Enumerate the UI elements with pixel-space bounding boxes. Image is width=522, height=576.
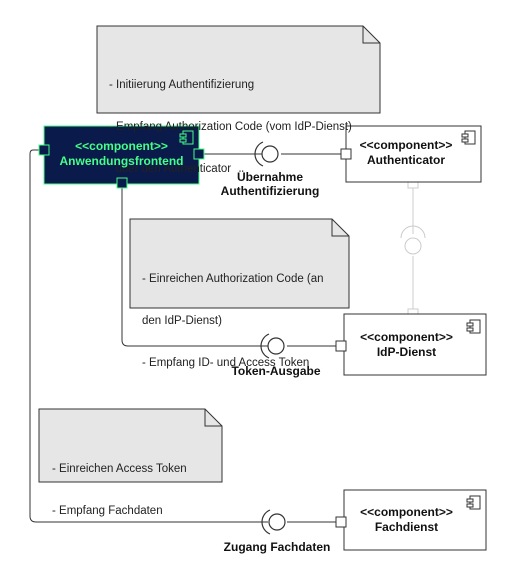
port-fachdienst-left (335, 516, 347, 528)
authenticator-name: Authenticator (367, 153, 445, 167)
note-idp (129, 218, 350, 309)
port-authenticator-left (340, 148, 352, 160)
interface-fach-label: Zugang Fachdaten (223, 540, 331, 554)
note-fachdaten-text: - Einreichen Access Token - Empfang Fach… (52, 434, 187, 532)
component-icon (466, 319, 481, 334)
idp-label: <<component>> IdP-Dienst (344, 330, 469, 360)
fachdienst-stereotype: <<component>> (360, 505, 453, 519)
idp-name: IdP-Dienst (376, 345, 437, 359)
fachdienst-label: <<component>> Fachdienst (344, 505, 469, 535)
idp-stereotype: <<component>> (360, 330, 453, 344)
component-icon (179, 130, 194, 145)
note-auth-line-3: über den Authenticator (109, 163, 232, 175)
note-authentication (96, 25, 381, 114)
connector-frontend-token-interface (121, 187, 268, 347)
note-idp-line-3: - Empfang ID- und Access Token (142, 357, 310, 369)
note-auth-line-2: - Empfang Authorization Code (vom IdP-Di… (109, 121, 352, 133)
frontend-stereotype: <<component>> (75, 139, 168, 153)
note-idp-line-2: den IdP-Dienst) (142, 315, 222, 327)
note-idp-line-1: - Einreichen Authorization Code (an (142, 273, 324, 285)
note-auth-line-1: - Initiierung Authentifizierung (109, 79, 255, 91)
note-fachdaten (38, 408, 223, 483)
faded-lollipop (404, 237, 422, 255)
interface-token-ausgabe (260, 333, 285, 359)
component-anwendungsfrontend[interactable] (43, 125, 200, 185)
note-fach-line-1: - Einreichen Access Token (52, 463, 187, 475)
port-frontend-right (193, 148, 205, 160)
authenticator-stereotype: <<component>> (359, 138, 453, 152)
component-icon (466, 495, 481, 510)
component-authenticator[interactable] (345, 125, 482, 183)
interface-auth-label: Übernahme Authentifizierung (205, 170, 335, 198)
frontend-name: Anwendungsfrontend (59, 154, 184, 168)
faded-socket (400, 225, 426, 239)
port-frontend-bottom (116, 177, 128, 189)
fachdienst-name: Fachdienst (374, 520, 439, 534)
interface-uebernahme-authentifizierung (254, 141, 279, 167)
interface-token-label: Token-Ausgabe (231, 364, 321, 378)
port-idp-left (335, 340, 347, 352)
interface-auth-label-line-1: Übernahme (236, 170, 304, 184)
interface-auth-label-line-2: Authentifizierung (220, 184, 320, 198)
component-idp-dienst[interactable] (343, 313, 487, 376)
note-idp-text: - Einreichen Authorization Code (an den … (142, 244, 324, 384)
interface-zugang-fachdaten (261, 509, 286, 535)
component-icon (461, 130, 476, 145)
frontend-label: <<component>> Anwendungsfrontend (44, 139, 199, 169)
note-authentication-text: - Initiierung Authentifizierung - Empfan… (109, 50, 352, 190)
note-fach-line-2: - Empfang Fachdaten (52, 505, 163, 517)
port-frontend-left (38, 144, 50, 156)
authenticator-label: <<component>> Authenticator (346, 138, 466, 168)
connector-frontend-fach-interface (29, 149, 268, 523)
